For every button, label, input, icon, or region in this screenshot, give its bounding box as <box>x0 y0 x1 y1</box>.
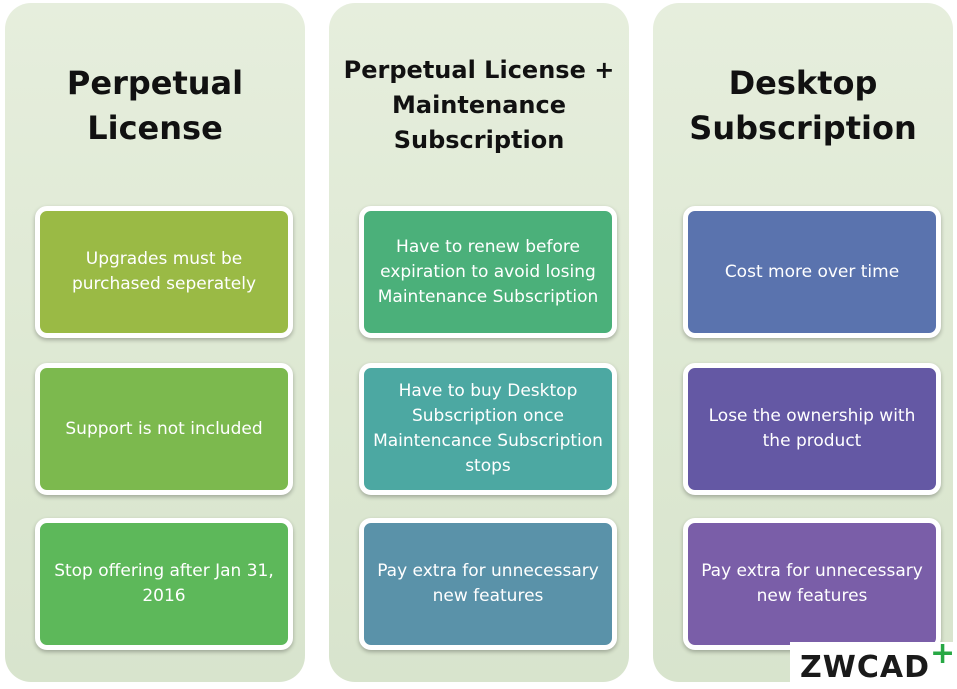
column-title-line: Perpetual License + <box>343 56 615 84</box>
column-title-line: Desktop <box>728 64 878 102</box>
card-renew-before-expiration: Have to renew before expiration to avoid… <box>359 206 617 338</box>
card-support-not-included: Support is not included <box>35 363 293 495</box>
card-text: Support is not included <box>65 418 263 439</box>
column-title-line: Perpetual <box>66 64 244 102</box>
column-title: Perpetual License <box>5 61 305 151</box>
card-text: Have to renew before expiration to avoid… <box>377 236 599 307</box>
card-text: Lose the ownership with the product <box>708 406 916 451</box>
column-perpetual-maintenance: Perpetual License + Maintenance Subscrip… <box>329 3 629 682</box>
zwcad-logo: ZWCAD + <box>790 636 955 687</box>
column-title-line: Subscription <box>689 109 917 147</box>
column-title: Perpetual License + Maintenance Subscrip… <box>329 53 629 158</box>
column-perpetual-license: Perpetual License Upgrades must be purch… <box>5 3 305 682</box>
column-title-line: Maintenance <box>391 91 566 119</box>
card-text: Upgrades must be purchased seperately <box>71 249 257 294</box>
column-title-line: Subscription <box>393 126 565 154</box>
card-text: Have to buy Desktop Subscription once Ma… <box>373 381 603 476</box>
logo-wordmark: ZWCAD <box>800 650 930 685</box>
column-title: Desktop Subscription <box>653 61 953 151</box>
column-desktop-subscription: Desktop Subscription Cost more over time… <box>653 3 953 682</box>
logo-plus-icon: + <box>930 636 956 671</box>
card-upgrades-purchased-separately: Upgrades must be purchased seperately <box>35 206 293 338</box>
card-stop-offering: Stop offering after Jan 31, 2016 <box>35 518 293 650</box>
card-cost-more-over-time: Cost more over time <box>683 206 941 338</box>
card-text: Cost more over time <box>724 261 900 282</box>
card-pay-extra-features: Pay extra for unnecessary new features <box>683 518 941 650</box>
card-lose-ownership: Lose the ownership with the product <box>683 363 941 495</box>
card-text: Pay extra for unnecessary new features <box>377 561 599 606</box>
card-buy-desktop-subscription: Have to buy Desktop Subscription once Ma… <box>359 363 617 495</box>
card-text: Stop offering after Jan 31, 2016 <box>54 561 274 606</box>
card-pay-extra-features: Pay extra for unnecessary new features <box>359 518 617 650</box>
column-title-line: License <box>87 109 223 147</box>
card-text: Pay extra for unnecessary new features <box>701 561 923 606</box>
